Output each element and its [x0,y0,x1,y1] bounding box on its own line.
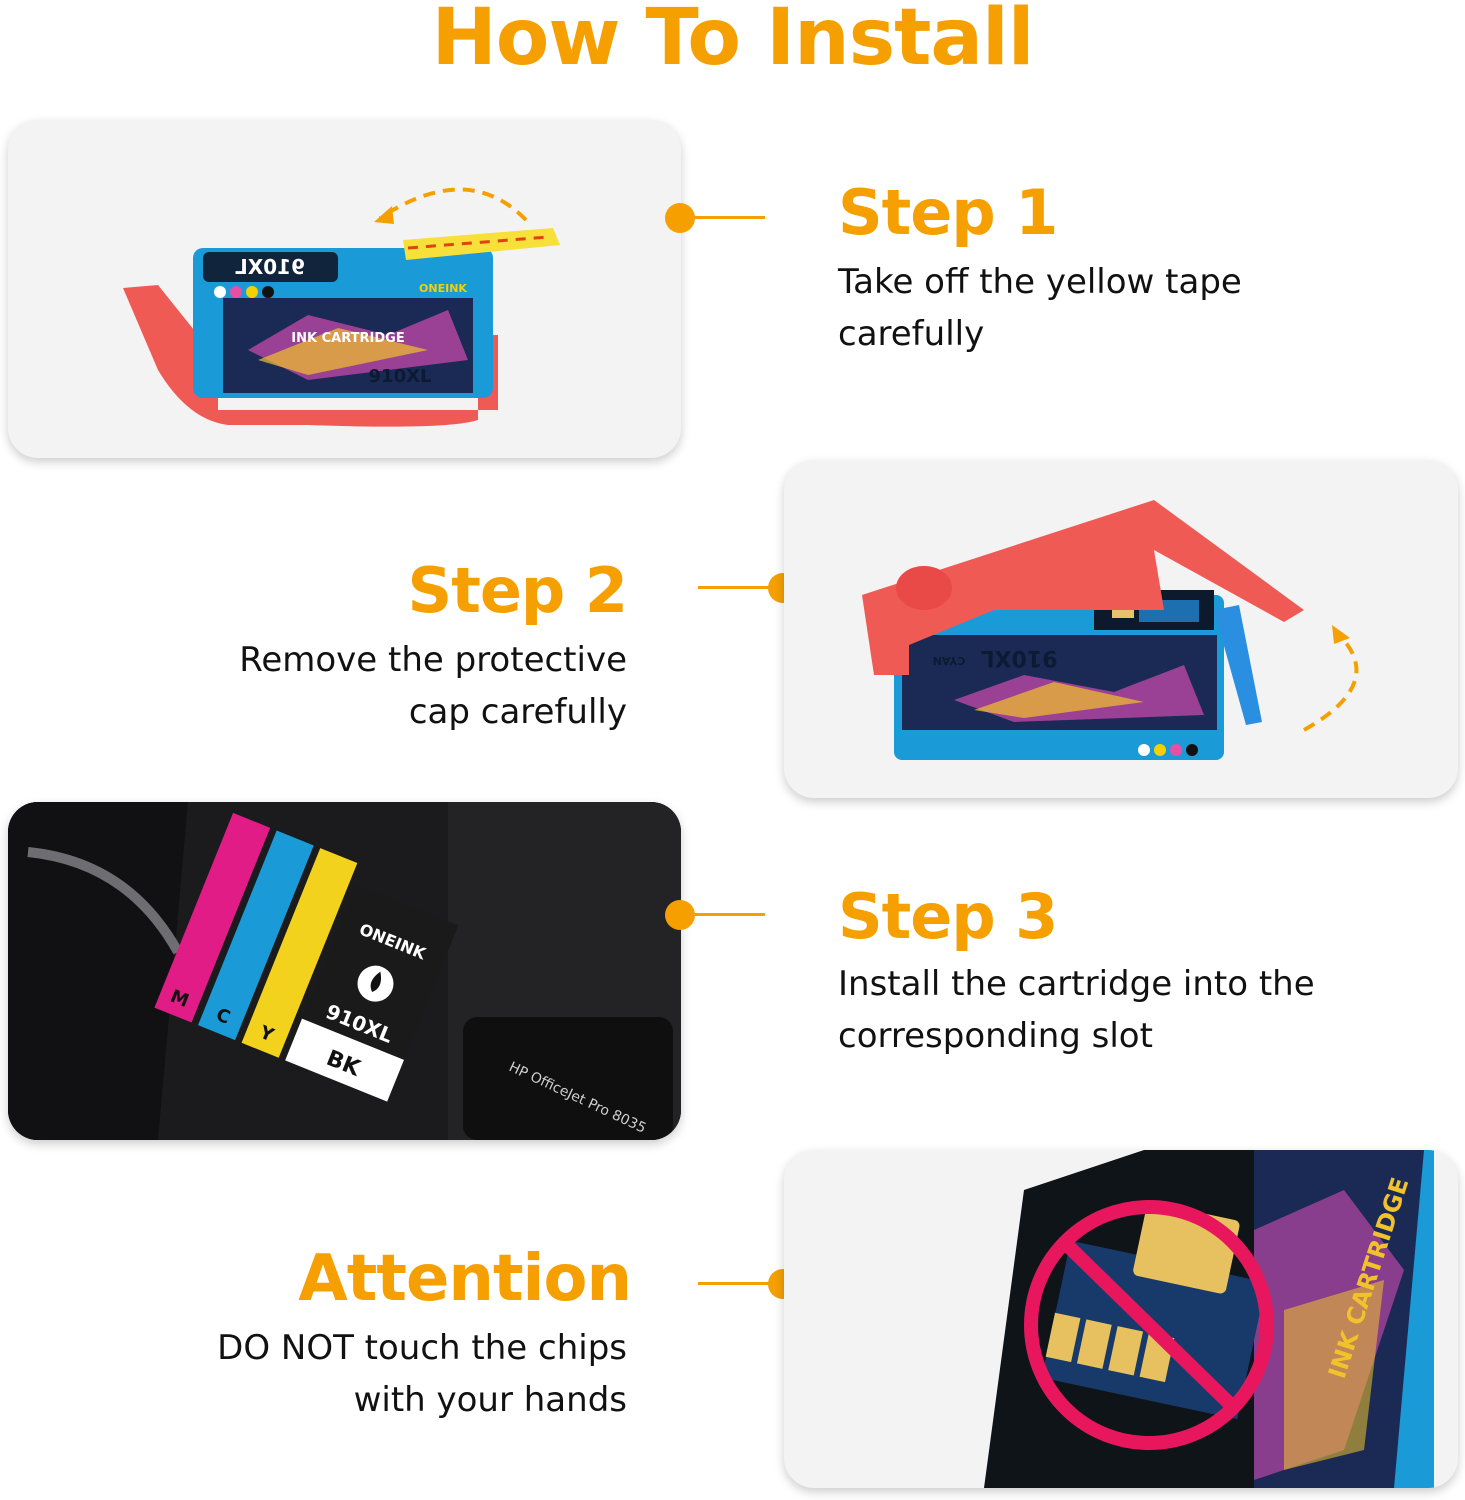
step2-desc-line1: Remove the protective [239,640,627,680]
cartridge-model: 910XL [369,366,432,387]
step3-description: Install the cartridge into the correspon… [838,958,1315,1062]
step3-image-card: HP OfficeJet Pro 8035 M C Y BK 910XL ONE… [8,802,681,1140]
no-touch-icon [1024,1200,1274,1450]
step2-image-card: 910XL CYAN [784,460,1458,798]
cartridge-brand: ONEINK [419,282,467,295]
chip-warning-illustration: INK CARTRIDGE [984,1150,1434,1488]
cartridge-label: INK CARTRIDGE [291,331,404,346]
cartridge-cap-illustration: 910XL CYAN [862,500,1359,760]
printer-slot-icon: M C Y BK 910XL ONEINK [154,812,459,1102]
step1-desc-line2: carefully [838,314,985,354]
cap-cartridge-model: 910XL [981,645,1058,670]
step3-desc-line2: corresponding slot [838,1016,1153,1056]
attention-image-card: INK CARTRIDGE [784,1150,1458,1488]
printer-slot-illustration: HP OfficeJet Pro 8035 M C Y BK 910XL ONE… [8,802,681,1140]
step3-desc-line1: Install the cartridge into the [838,964,1315,1004]
step2-title: Step 2 [407,554,628,627]
attention-description: DO NOT touch the chips with your hands [217,1322,627,1426]
cartridge-tape-illustration: INK CARTRIDGE 910XL 910XL ONEINK [123,187,560,427]
step1-connector [665,203,765,233]
cap-cartridge-color: CYAN [933,654,966,667]
step2-connector [698,573,798,603]
step1-desc-line1: Take off the yellow tape [838,262,1242,302]
attention-desc-line2: with your hands [353,1380,627,1420]
step3-title: Step 3 [838,880,1058,953]
page-title: How To Install [431,0,1034,83]
attention-title: Attention [298,1242,632,1316]
step2-description: Remove the protective cap carefully [239,634,627,738]
step1-title: Step 1 [838,176,1058,249]
cartridge-model-mirrored: 910XL [235,255,305,279]
step1-image-card: INK CARTRIDGE 910XL 910XL ONEINK [8,120,681,458]
step1-description: Take off the yellow tape carefully [838,256,1242,360]
attention-connector [698,1269,798,1299]
tape-arrow-icon [378,187,528,222]
step2-desc-line2: cap carefully [408,692,627,732]
attention-desc-line1: DO NOT touch the chips [217,1328,627,1368]
cap-arrow-icon [1303,636,1359,732]
step3-connector [665,900,765,930]
